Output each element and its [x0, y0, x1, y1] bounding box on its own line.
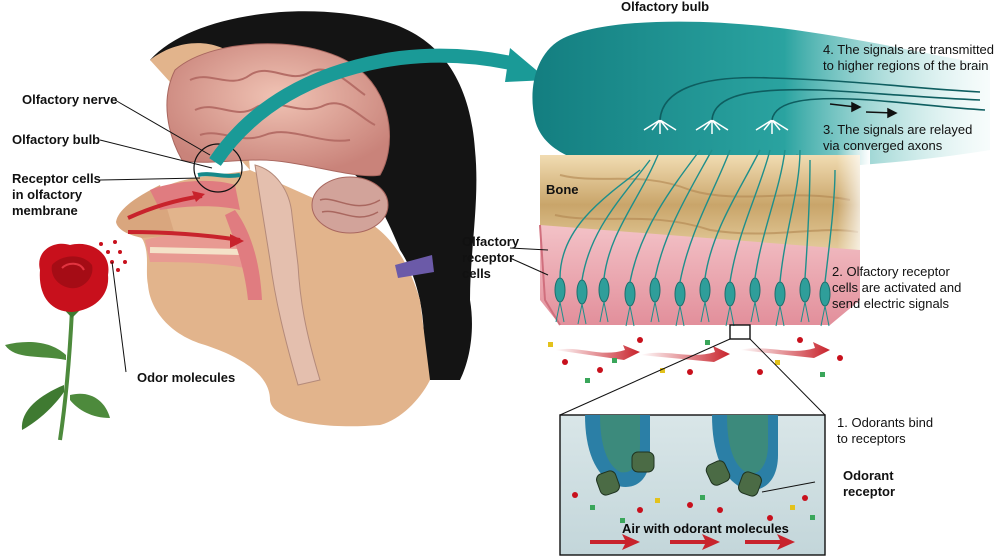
- relay-axons: [659, 76, 986, 121]
- label-receptor-cells-membrane: Receptor cells in olfactory membrane: [12, 171, 101, 218]
- olfactory-bulb-zoom-circle: [193, 143, 243, 193]
- receptor-inset: [559, 414, 826, 556]
- rose-leaf: [70, 393, 110, 418]
- label-olfactory-receptor-cells: Olfactory receptor cells: [462, 234, 520, 281]
- olfactory-bulb-shape: [532, 21, 990, 173]
- airflow-arrow-2: [127, 230, 241, 242]
- zoom-line-left: [559, 338, 731, 416]
- step-1-text: 1. Odorants bind to receptors: [837, 415, 934, 446]
- throat: [225, 210, 262, 300]
- receptor-axons: [559, 149, 836, 283]
- cilia: [555, 301, 830, 327]
- step-3-text: 3. The signals are relayed via converged…: [823, 122, 973, 153]
- odorant-receptor-icon: [596, 451, 762, 497]
- inset-air-arrows: [590, 534, 795, 550]
- odorant-receptor-pointer: [761, 481, 816, 493]
- rose-illustration: [5, 243, 110, 441]
- label-bone: Bone: [546, 182, 579, 197]
- rose-leaf: [21, 385, 64, 430]
- step-2-text: 2. Olfactory receptor cells are activate…: [832, 264, 962, 311]
- odor-molecule-dots: [94, 240, 127, 272]
- rose-stem: [58, 309, 74, 441]
- label-olfactory-bulb-top: Olfactory bulb: [621, 0, 710, 14]
- head-cross-section: [116, 11, 477, 427]
- step-4-text: 4. The signals are transmitted to higher…: [823, 42, 995, 73]
- label-odorant-receptor: Odorant receptor: [843, 468, 896, 499]
- zoom-line-right: [749, 338, 826, 416]
- rose-leaf: [5, 342, 66, 360]
- inset-molecules: [572, 492, 815, 523]
- label-odor-molecules: Odor molecules: [137, 370, 236, 385]
- curved-arrow: [209, 48, 522, 166]
- air-flow-arrows: [555, 342, 830, 362]
- label-olfactory-bulb-left: Olfactory bulb: [12, 132, 101, 147]
- leader-lines: [99, 99, 549, 373]
- zoom-box: [729, 324, 751, 340]
- label-olfactory-nerve: Olfactory nerve: [22, 92, 118, 107]
- odorant-molecules-air: [548, 337, 843, 383]
- brainstem: [254, 164, 321, 386]
- label-air-odorant: Air with odorant molecules: [622, 521, 789, 536]
